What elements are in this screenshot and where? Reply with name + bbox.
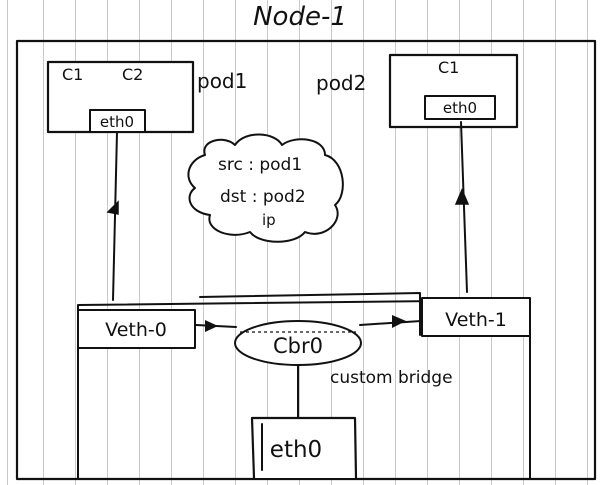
- pod-1-label: pod1: [197, 69, 247, 93]
- pod-1-link: [112, 131, 118, 301]
- veth-0: Veth-0: [77, 309, 196, 349]
- pod-2: C1 eth0 pod2: [316, 53, 519, 129]
- pod-1-container-1: C1: [62, 65, 83, 84]
- bridge-to-veth1-arrow-icon: [392, 315, 406, 328]
- veth-1-box: [421, 297, 531, 337]
- pod-2-container-1: C1: [438, 58, 459, 77]
- host-eth0-label: eth0: [270, 437, 322, 463]
- pod-2-link-arrow-icon: [454, 188, 470, 205]
- node-title: Node-1: [253, 2, 347, 32]
- bridge-zone: [77, 299, 531, 479]
- veth-1: Veth-1: [421, 297, 531, 337]
- pod-2-label: pod2: [316, 71, 366, 95]
- bridge-name: Cbr0: [273, 334, 323, 358]
- pod-2-eth0-label: eth0: [443, 99, 477, 117]
- bridge-to-veth1-link: [359, 320, 422, 326]
- packet-cloud: src : pod1 dst : pod2 ip: [187, 133, 344, 243]
- pod-1-eth0-label: eth0: [100, 113, 134, 131]
- bridge-caption: custom bridge: [330, 368, 453, 388]
- veth-0-label: Veth-0: [105, 319, 167, 341]
- packet-src: src : pod1: [218, 155, 302, 175]
- veth0-to-bridge-arrow-icon: [205, 320, 218, 332]
- cloud-outline: [187, 133, 344, 243]
- packet-dst: dst : pod2: [220, 187, 306, 207]
- pod-1-link-arrow-icon: [106, 200, 119, 215]
- pod-2-link: [460, 121, 468, 293]
- pod-1-container-2: C2: [122, 65, 143, 84]
- host-eth0-box: [250, 416, 358, 480]
- veth-1-label: Veth-1: [445, 309, 507, 331]
- packet-proto: ip: [262, 211, 276, 229]
- veth-0-box: [77, 309, 196, 349]
- node-box: [15, 39, 597, 481]
- pod-2-eth0-box: [424, 95, 496, 120]
- pod-1: C1 C2 eth0 pod1: [46, 60, 247, 134]
- host-eth0: eth0: [250, 416, 358, 480]
